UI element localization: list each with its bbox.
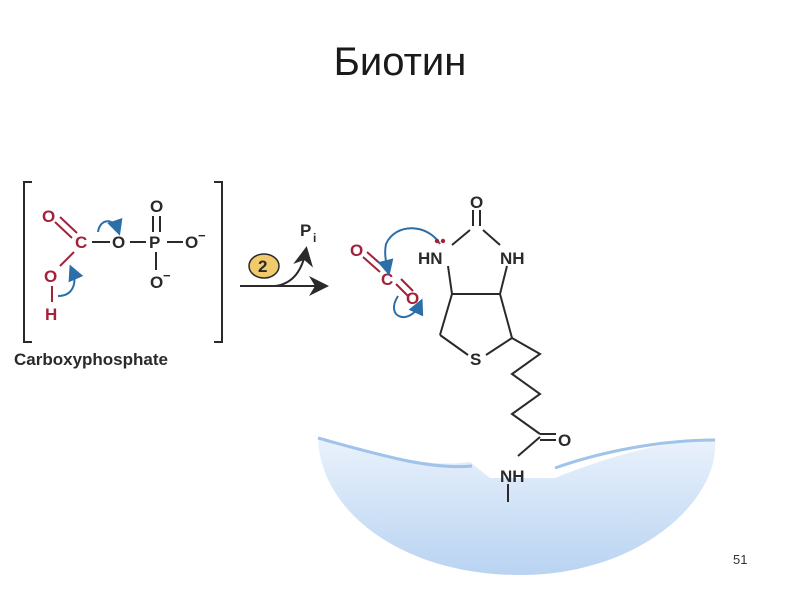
atom-o-top: O bbox=[150, 197, 163, 216]
reaction-arrow bbox=[240, 246, 329, 296]
biotin-hn-left: HN bbox=[418, 249, 443, 268]
byproduct-subscript: i bbox=[313, 231, 316, 245]
charge-minus-bottom: − bbox=[163, 268, 171, 283]
atom-o-right: O bbox=[185, 233, 198, 252]
atom-c-carboxyl: C bbox=[75, 233, 87, 252]
carboxyphosphate-brackets bbox=[23, 181, 223, 343]
enzyme-surface bbox=[317, 436, 716, 575]
atom-o-bridge: O bbox=[112, 233, 125, 252]
atom-o-bottom: O bbox=[150, 273, 163, 292]
biotin-o-top: O bbox=[470, 193, 483, 212]
step-number: 2 bbox=[258, 257, 267, 276]
co2-o-left: O bbox=[350, 241, 363, 260]
step-badge: 2 bbox=[248, 253, 280, 279]
carboxyphosphate-bonds bbox=[51, 216, 183, 302]
biotin-nh-amide: NH bbox=[500, 467, 525, 486]
molecule-caption: Carboxyphosphate bbox=[14, 350, 168, 369]
atom-h: H bbox=[45, 305, 57, 324]
biotin-o-amide: O bbox=[558, 431, 571, 450]
co2-electron-arrows bbox=[377, 227, 441, 318]
co2-c: C bbox=[381, 270, 393, 289]
carboxyphosphate-electron-arrows bbox=[57, 217, 123, 297]
biotin-s: S bbox=[470, 350, 481, 369]
co2-o-right: O bbox=[406, 289, 419, 308]
atom-o-carbonyl: O bbox=[42, 207, 55, 226]
biotin-nh-right: NH bbox=[500, 249, 525, 268]
slide-title: Биотин bbox=[333, 40, 467, 84]
biotin-bonds bbox=[439, 210, 556, 502]
charge-minus-right: − bbox=[198, 228, 206, 243]
lone-pair-dots bbox=[434, 238, 446, 244]
page-number: 51 bbox=[733, 552, 748, 567]
byproduct-pi: P bbox=[300, 221, 311, 240]
atom-p: P bbox=[149, 233, 160, 252]
atom-o-hydroxyl: O bbox=[44, 267, 57, 286]
